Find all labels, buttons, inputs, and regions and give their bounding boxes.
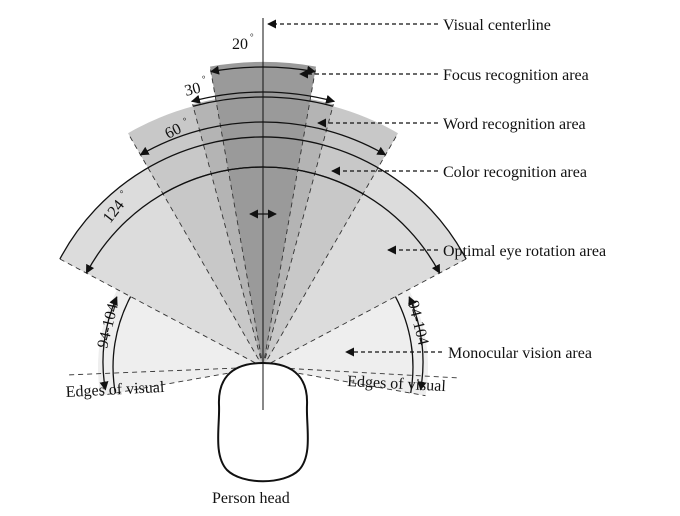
dimension-arc-right-range (408, 296, 427, 391)
label-person-head: Person head (212, 490, 290, 507)
label-color-area: Color recognition area (443, 164, 587, 181)
label-visual-centerline: Visual centerline (443, 17, 551, 34)
sector-boundary-line (209, 66, 264, 368)
angle-label-20: 20 (232, 36, 248, 53)
label-focus-area: Focus recognition area (443, 67, 589, 84)
degree-mark-124: ° (118, 188, 128, 197)
label-word-area: Word recognition area (443, 116, 586, 133)
sector-boundary-line (262, 66, 317, 368)
dimension-arc-30 (190, 91, 336, 104)
person-head-outline (217, 361, 309, 483)
visual-edge-left-line (65, 366, 264, 376)
label-optimal-area: Optimal eye rotation area (443, 243, 606, 260)
dimension-arc-left-range (99, 296, 118, 391)
sector-boundary-line (59, 258, 264, 368)
sector-boundary-line (262, 258, 467, 368)
angle-label-30: 30 (183, 80, 203, 100)
label-monocular-area: Monocular vision area (448, 345, 592, 362)
dimension-arc-60 (139, 121, 387, 156)
dimension-arc-124 (85, 166, 441, 274)
degree-mark-60: ° (181, 115, 189, 126)
visual-edge-right-line (262, 366, 461, 379)
degree-mark-30: ° (201, 73, 207, 84)
label-edges-left: Edges of visual (65, 379, 165, 401)
angle-label-60: 60 (162, 120, 184, 142)
label-edges-right: Edges of visual (347, 373, 447, 395)
degree-mark-20: ° (250, 32, 254, 42)
